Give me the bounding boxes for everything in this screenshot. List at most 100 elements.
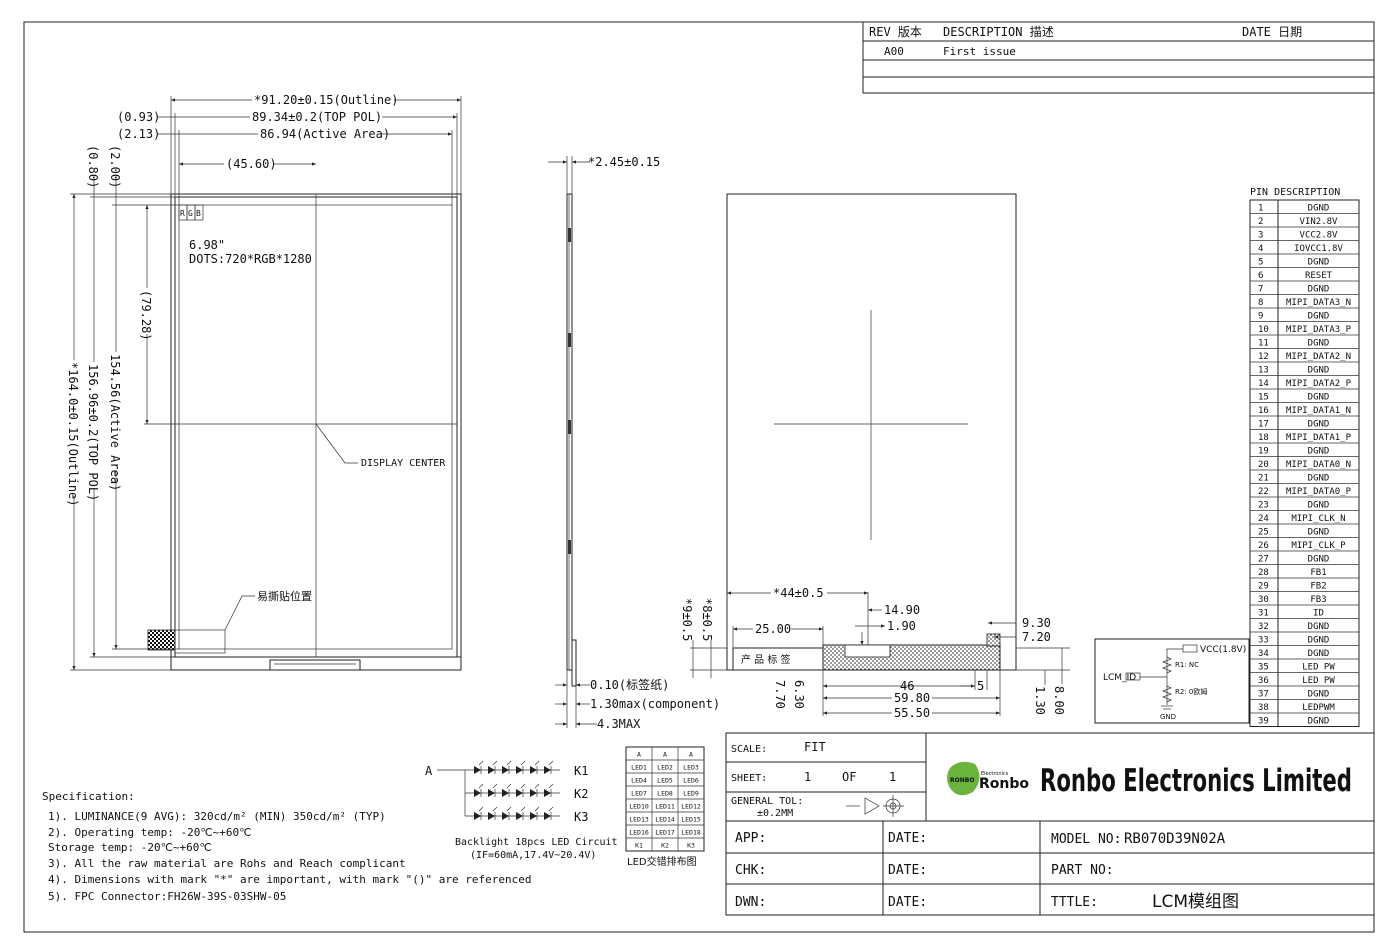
led-table-cell: LED4 [631,777,647,785]
led-diode-icon [516,789,523,797]
led-diode-icon [530,766,537,774]
led-table-cell: LED8 [657,790,673,798]
rev-header: REV 版本 [869,25,922,39]
led-diode-icon [516,766,523,774]
pin-number: 16 [1258,406,1269,416]
led-diode-icon [474,789,481,797]
pin-name: LED PW [1302,663,1335,673]
dim-1490: 14.90 [884,603,920,617]
front-view: R G B 6.98" DOTS:720*RGB*1280 DISPLAY CE… [65,93,462,671]
pin-name: FB1 [1310,568,1326,578]
led-diode-icon [516,812,523,820]
logo-name: Ronbo [979,776,1029,792]
pin-name: MIPI_DATA3_P [1286,325,1352,335]
pin-name: MIPI_DATA0_P [1286,487,1352,497]
led-table-cell: K3 [687,842,695,850]
led-table-cell: LED18 [681,829,701,837]
dwn-label: DWN: [735,895,766,910]
dim-outline-width: *91.20±0.15(Outline) [254,93,399,107]
pin-number: 9 [1258,312,1263,322]
led-table-cell: A [663,751,667,759]
led-diode-icon [474,766,481,774]
dim-630: 6.30 [792,680,806,709]
date-header: DATE 日期 [1242,25,1302,39]
led-circuit: A Backlight 18pcs LED Circuit (IF=60mA,1… [425,760,618,861]
led-table-cell: LED17 [655,829,675,837]
led-caption-1: Backlight 18pcs LED Circuit [455,837,618,848]
pin-name: ID [1313,609,1324,619]
led-diode-icon [544,766,551,774]
pin-number: 25 [1258,528,1269,538]
company-name: Ronbo Electronics Limited [1040,763,1352,799]
pin-number: 12 [1258,352,1269,362]
revision-table: REV 版本 DESCRIPTION 描述 DATE 日期 A00 First … [862,21,1375,94]
back-outline [726,193,1017,671]
title-label: TTTLE: [1051,895,1098,910]
pin-name: DGND [1308,393,1330,403]
rgb-b: B [196,209,201,218]
dim-46: 46 [900,679,914,693]
pin-number: 21 [1258,474,1269,484]
dim-25: 25.00 [755,622,791,636]
cathode-label: K2 [574,787,588,801]
fpc-tab [269,659,361,671]
pin-number: 39 [1258,717,1269,727]
pin-name: DGND [1308,717,1330,727]
fpc-connector [822,644,1001,671]
led-table-cell: K2 [661,842,669,850]
dim-max: 4.3MAX [597,717,641,731]
led-table-cell: LED3 [683,764,699,772]
pin-number: 8 [1258,298,1263,308]
led-diode-icon [502,812,509,820]
led-diode-icon [502,766,509,774]
display-center-label: DISPLAY CENTER [361,458,446,469]
pin-number: 2 [1258,217,1263,227]
dim-080: (0.80) [86,145,100,188]
sheet-no: 1 [804,770,811,784]
pin-number: 11 [1258,339,1269,349]
pin-name: MIPI_DATA1_N [1286,406,1351,416]
anode-label: A [425,764,433,778]
pin-number: 31 [1258,609,1269,619]
pin-number: 35 [1258,663,1269,673]
led-diode-icon [474,812,481,820]
pin-name: DGND [1308,312,1330,322]
dim-label-paper: 0.10(标签纸) [590,677,669,692]
pin-name: DGND [1308,420,1330,430]
tol-label: GENERAL TOL: [731,796,803,807]
logo-badge: RONBO [950,777,974,784]
led-table-cell: LED16 [629,829,649,837]
dim-130: 1.30 [1033,686,1047,715]
id-circuit: VCC(1.8V) R1: NC R2: 0欧姆 LCM_ID GND [1094,638,1250,724]
dim-200: (2.00) [108,145,122,188]
pin-name: MIPI_DATA0_N [1286,460,1351,470]
app-date-label: DATE: [888,831,927,846]
pin-name: DGND [1308,690,1330,700]
led-diode-icon [488,766,495,774]
side-panel [566,193,573,671]
tear-label: 易撕贴位置 [257,589,312,603]
pin-number: 29 [1258,582,1269,592]
dim-770: 7.70 [773,680,787,709]
pin-name: DGND [1308,204,1330,214]
pin-name: DGND [1308,636,1330,646]
dim-5550: 55.50 [894,706,930,720]
dim-930: 9.30 [1022,616,1051,630]
led-table-cell: LED10 [629,803,649,811]
led-table-cell: LED14 [655,816,675,824]
dim-720: 7.20 [1022,630,1051,644]
led-table-cell: LED2 [657,764,673,772]
pin-number: 20 [1258,460,1269,470]
pin-name: DGND [1308,555,1330,565]
led-table-cell: LED11 [655,803,675,811]
pin-name: MIPI_DATA2_P [1286,379,1352,389]
pin-number: 17 [1258,420,1269,430]
pin-name: LED PW [1302,676,1335,686]
dim-toppol-height: 156.96±0.2(TOP POL) [86,364,100,501]
pin-number: 24 [1258,514,1269,524]
model-label: MODEL NO: [1051,832,1121,847]
active-area-rect [178,204,453,650]
